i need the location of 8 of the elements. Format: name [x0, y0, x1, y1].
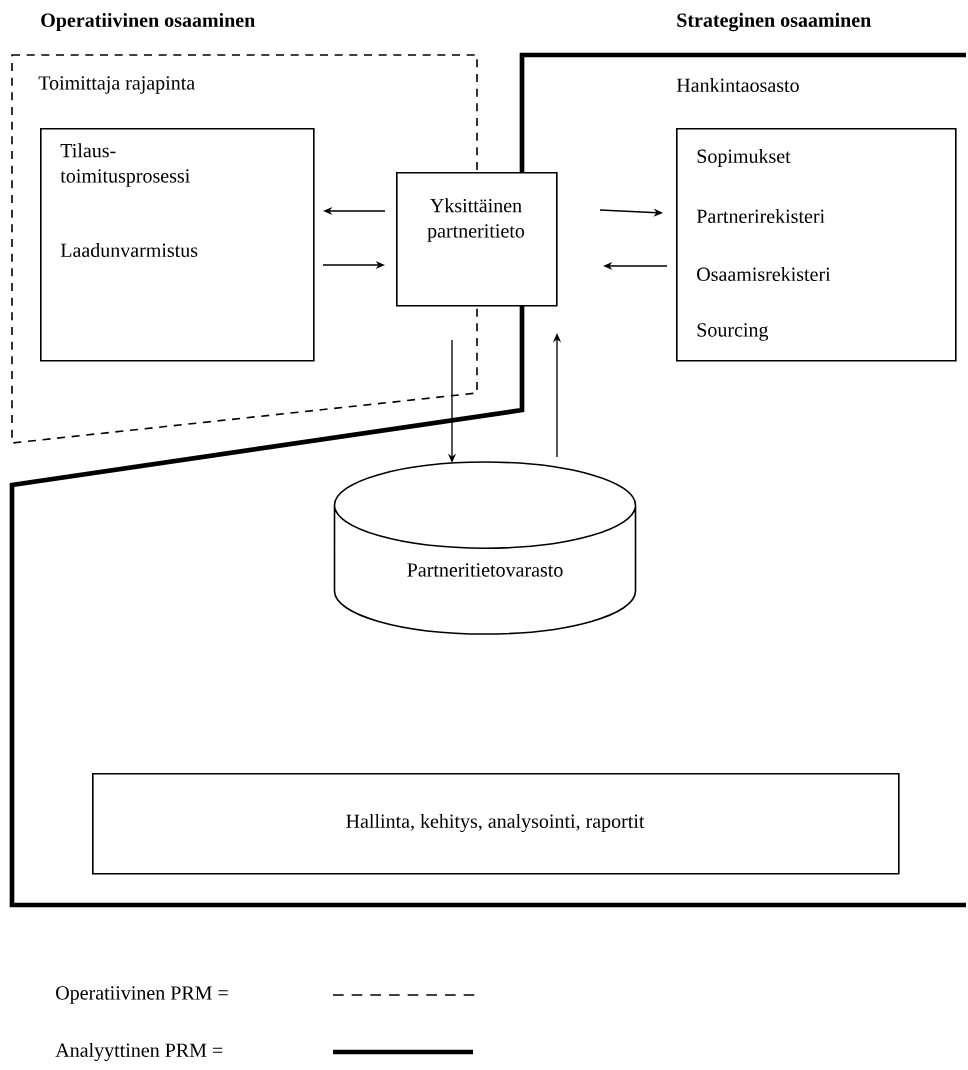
heading: Strateginen osaaminen	[677, 12, 871, 32]
legend-label: Analyyttinen PRM =	[55, 1042, 223, 1062]
process-box: Hallinta, kehitys, analysointi, raportit	[92, 773, 900, 875]
process-box: Tilaus-toimitusprosessi Laadunvarmistus	[40, 128, 315, 362]
database-cylinder: Partneritietovarasto	[333, 461, 637, 635]
legend-label: Operatiivinen PRM =	[56, 986, 228, 1004]
heading: Operatiivinen osaaminen	[41, 12, 255, 32]
process-box: Sopimukset Partnerirekisteri Osaamisrekisteri Sourcing	[676, 128, 957, 362]
